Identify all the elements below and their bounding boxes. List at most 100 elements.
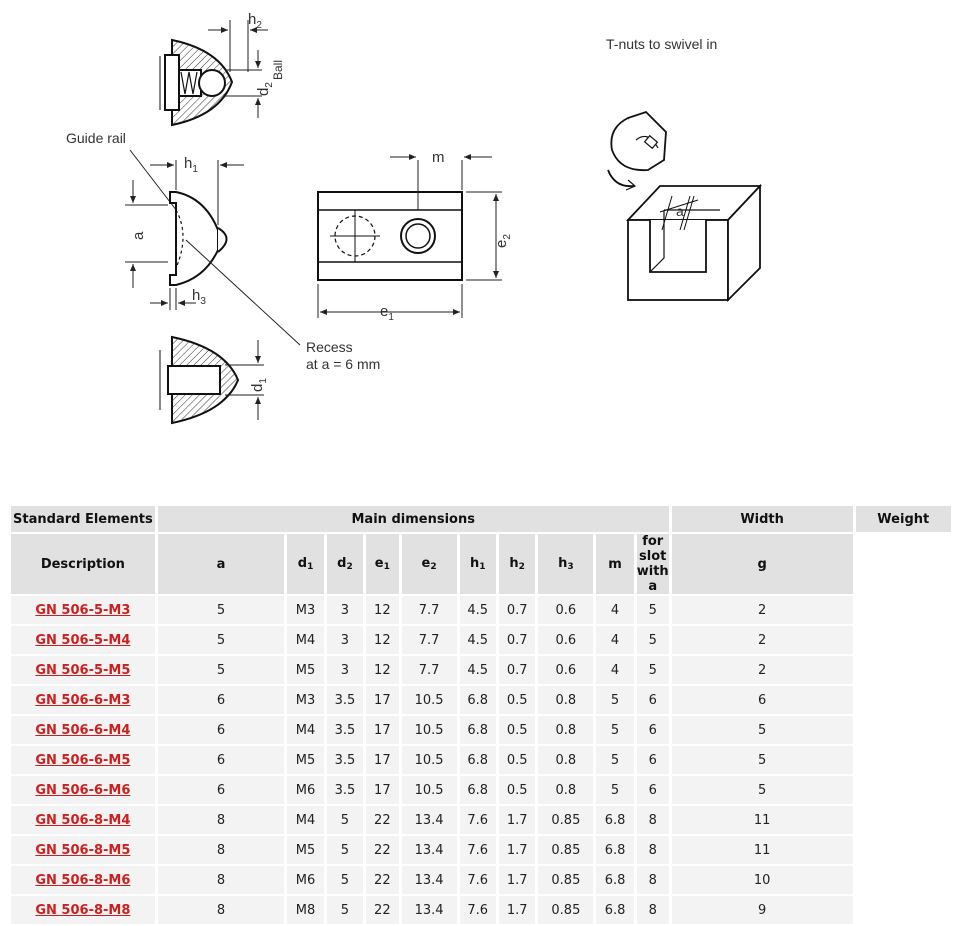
table-cell: 5 [157, 596, 285, 624]
recess-label-line2: at a = 6 mm [306, 356, 380, 372]
col-description: Description [11, 534, 155, 594]
table-cell: 13.4 [401, 806, 457, 834]
table-cell: 0.5 [498, 746, 536, 774]
col-e2: e2 [401, 534, 457, 594]
product-link[interactable]: GN 506-5-M5 [35, 662, 131, 678]
table-cell: 0.8 [538, 776, 594, 804]
table-cell: 6.8 [459, 746, 496, 774]
table-cell: 0.5 [498, 686, 536, 714]
col-h3: h3 [538, 534, 594, 594]
guide-rail-label: Guide rail [66, 130, 126, 146]
table-cell: 3 [326, 596, 364, 624]
table-cell: M5 [287, 836, 324, 864]
header-standard-elements: Standard Elements [11, 506, 155, 532]
table-cell: 0.85 [538, 866, 594, 894]
table-cell: 5 [326, 806, 364, 834]
table-cell: 3 [326, 656, 364, 684]
table-cell: 0.7 [498, 626, 536, 654]
table-cell: 13.4 [401, 866, 457, 894]
table-cell: 8 [157, 836, 285, 864]
product-link[interactable]: GN 506-8-M8 [35, 902, 131, 918]
table-cell: 0.85 [538, 896, 594, 924]
table-cell: 5 [596, 716, 634, 744]
table-cell: M5 [287, 656, 324, 684]
table-cell: 22 [366, 836, 399, 864]
col-d2: d2 [326, 534, 364, 594]
product-link[interactable]: GN 506-8-M4 [35, 812, 131, 828]
product-link[interactable]: GN 506-6-M4 [35, 722, 131, 738]
table-cell: 6 [636, 686, 669, 714]
table-cell: 8 [636, 866, 669, 894]
col-h1: h1 [459, 534, 496, 594]
table-cell: 6 [636, 716, 669, 744]
header-width: Width [671, 506, 853, 532]
table-cell: 8 [636, 806, 669, 834]
table-cell: 8 [636, 836, 669, 864]
table-cell: 8 [636, 896, 669, 924]
table-cell: 5 [326, 836, 364, 864]
table-cell: 0.85 [538, 806, 594, 834]
table-cell: 10 [671, 866, 853, 894]
table-cell: 5 [636, 596, 669, 624]
table-cell: 5 [326, 896, 364, 924]
table-cell: 7.6 [459, 866, 496, 894]
table-cell: 9 [671, 896, 853, 924]
product-link[interactable]: GN 506-5-M4 [35, 632, 131, 648]
e1-label: e1 [380, 303, 394, 323]
table-cell: 10.5 [401, 776, 457, 804]
product-link[interactable]: GN 506-8-M5 [35, 842, 131, 858]
table-cell: 7.7 [401, 596, 457, 624]
e2-label: e2 [493, 234, 513, 248]
product-link[interactable]: GN 506-6-M6 [35, 782, 131, 798]
recess-label-line1: Recess [306, 339, 353, 355]
table-cell: 10.5 [401, 686, 457, 714]
table-cell: 22 [366, 866, 399, 894]
table-cell: 5 [671, 716, 853, 744]
table-cell: 17 [366, 746, 399, 774]
d2-label: d2 [255, 82, 275, 96]
table-cell: 0.8 [538, 686, 594, 714]
table-cell: 1.7 [498, 806, 536, 834]
product-link[interactable]: GN 506-5-M3 [35, 602, 131, 618]
table-cell: 12 [366, 626, 399, 654]
technical-drawing: h2 d2 Ball Guide rail h1 a h3 Recess at … [66, 11, 763, 425]
col-e1: e1 [366, 534, 399, 594]
table-cell: 7.7 [401, 656, 457, 684]
table-cell: 2 [671, 596, 853, 624]
dimensions-table-container: Standard Elements Main dimensions Width … [8, 504, 954, 926]
product-link[interactable]: GN 506-6-M5 [35, 752, 131, 768]
table-cell: 4 [596, 656, 634, 684]
table-cell: 0.7 [498, 596, 536, 624]
table-cell: 4.5 [459, 656, 496, 684]
table-header-row-1: Standard Elements Main dimensions Width … [11, 506, 951, 532]
table-cell: 6.8 [596, 866, 634, 894]
table-cell: 0.6 [538, 656, 594, 684]
description-cell: GN 506-6-M4 [11, 716, 155, 744]
product-link[interactable]: GN 506-8-M6 [35, 872, 131, 888]
table-cell: 8 [157, 866, 285, 894]
h3-label: h3 [192, 287, 206, 307]
table-cell: 6 [671, 686, 853, 714]
table-cell: 1.7 [498, 866, 536, 894]
slot-a-label: a [676, 203, 684, 219]
table-cell: 3 [326, 626, 364, 654]
col-d1: d1 [287, 534, 324, 594]
table-cell: 5 [596, 776, 634, 804]
table-cell: M4 [287, 716, 324, 744]
table-cell: 3.5 [326, 776, 364, 804]
table-cell: M3 [287, 686, 324, 714]
description-cell: GN 506-6-M3 [11, 686, 155, 714]
table-cell: M4 [287, 626, 324, 654]
product-link[interactable]: GN 506-6-M3 [35, 692, 131, 708]
table-cell: 5 [671, 776, 853, 804]
table-cell: 0.6 [538, 596, 594, 624]
ball-label: Ball [271, 60, 285, 80]
a-label: a [130, 231, 147, 240]
table-cell: M8 [287, 896, 324, 924]
